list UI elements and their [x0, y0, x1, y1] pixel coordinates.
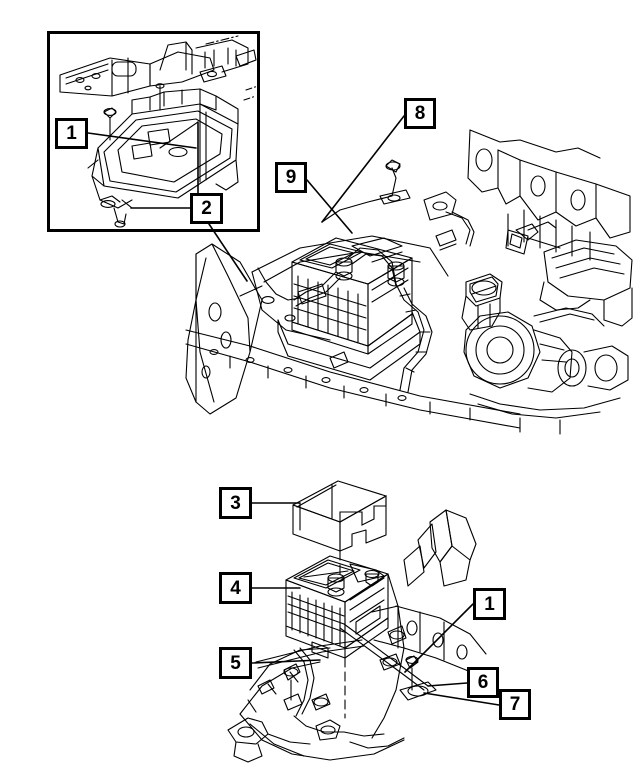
- leader-6: [427, 682, 468, 687]
- callout-6[interactable]: 6: [467, 667, 499, 698]
- callout-5[interactable]: 5: [219, 647, 252, 679]
- upper-scene-artwork: [185, 129, 633, 435]
- lower-scene-artwork: [227, 480, 487, 763]
- callout-2-inset[interactable]: 2: [190, 193, 223, 224]
- detail-inset-battery-tray: [47, 31, 260, 232]
- leader-7: [423, 692, 500, 706]
- callout-4[interactable]: 4: [219, 572, 252, 604]
- callout-1-lower[interactable]: 1: [473, 588, 506, 620]
- callout-7[interactable]: 7: [499, 689, 531, 720]
- leader-5: [251, 659, 321, 664]
- leader-9: [306, 179, 353, 234]
- leader-lines: [87, 115, 500, 706]
- callout-3[interactable]: 3: [219, 487, 252, 519]
- leader-1b: [404, 603, 474, 673]
- callout-9[interactable]: 9: [275, 162, 307, 193]
- leader-2-outer: [208, 223, 248, 282]
- callout-1-inset[interactable]: 1: [55, 118, 88, 149]
- leader-8: [321, 115, 405, 223]
- inset-artwork: [59, 35, 258, 228]
- callout-8[interactable]: 8: [404, 98, 436, 129]
- leader-1-inset: [87, 132, 197, 149]
